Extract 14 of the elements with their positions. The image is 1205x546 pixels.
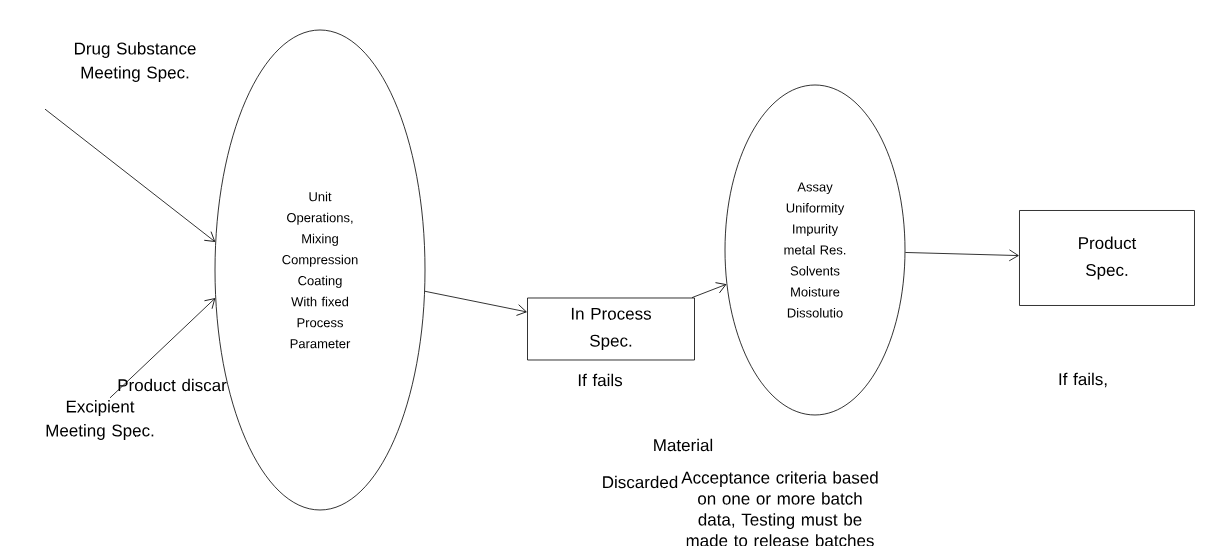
note-text: If fails,: [1059, 372, 1107, 388]
note-text: Acceptance criteria based on one or more batch data, Testing must be made to release batches: [681, 471, 878, 546]
free-text: Drug Substance Meeting Spec.: [75, 42, 196, 82]
arrow: [905, 249, 1019, 262]
note-text: Discarded: [603, 475, 678, 489]
arrow: [691, 282, 727, 298]
process-box: Product Spec.: [1019, 210, 1195, 306]
note-text: Product discar: [118, 378, 227, 392]
note-text: Material: [654, 438, 713, 452]
arrow: [44, 108, 216, 242]
process-box: In Process Spec.: [527, 297, 695, 361]
free-text: Excipient Meeting Spec.: [46, 400, 154, 440]
arrow: [424, 290, 527, 316]
arrow: [109, 298, 216, 399]
